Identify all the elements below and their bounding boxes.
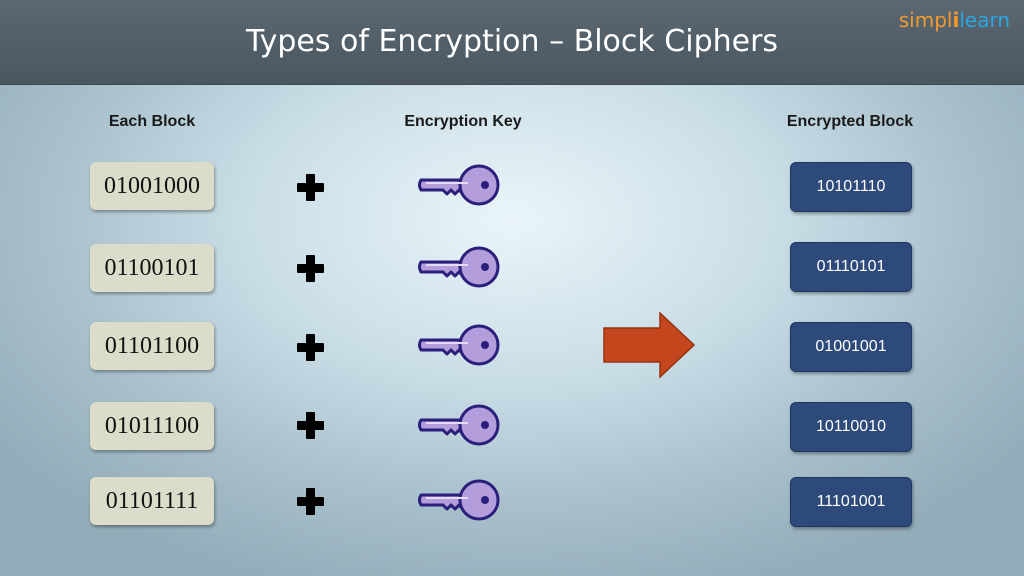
title-bar: Types of Encryption – Block Ciphers simp…	[0, 0, 1024, 85]
encrypted-block: 10101110	[790, 162, 912, 212]
encrypted-block: 11101001	[790, 477, 912, 527]
plus-icon	[297, 334, 324, 361]
plain-block: 01001000	[90, 162, 214, 210]
key-icon	[418, 324, 500, 366]
key-icon	[418, 404, 500, 446]
key-icon	[418, 246, 500, 288]
plain-block: 01101100	[90, 322, 214, 370]
encrypted-block: 01110101	[790, 242, 912, 292]
key-icon	[418, 164, 500, 206]
brand-logo: simplilearn	[898, 8, 1010, 32]
plain-block: 01100101	[90, 244, 214, 292]
encryption-key-heading: Encryption Key	[404, 113, 522, 130]
plain-block: 01101111	[90, 477, 214, 525]
encrypted-block-heading: Encrypted Block	[786, 113, 914, 130]
slide-title: Types of Encryption – Block Ciphers	[245, 24, 779, 59]
key-icon	[418, 479, 500, 521]
plus-icon	[297, 488, 324, 515]
encrypted-block: 01001001	[790, 322, 912, 372]
plus-icon	[297, 412, 324, 439]
each-block-heading: Each Block	[108, 113, 196, 130]
right-arrow-icon	[603, 312, 695, 378]
encrypted-block: 10110010	[790, 402, 912, 452]
plain-block: 01011100	[90, 402, 214, 450]
plus-icon	[297, 174, 324, 201]
plus-icon	[297, 255, 324, 282]
